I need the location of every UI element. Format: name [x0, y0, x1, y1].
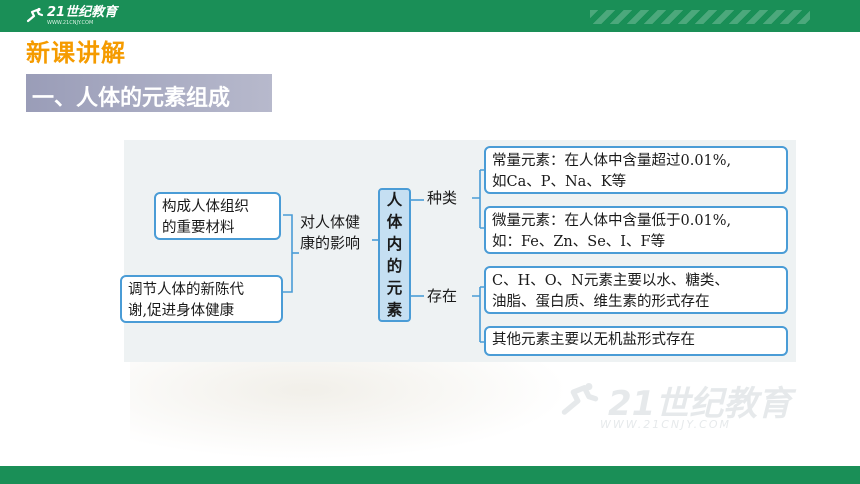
right-box-minerals-line-1: 其他元素主要以无机盐形式存在 [492, 332, 695, 348]
health-impact-line-2: 康的影响 [300, 234, 361, 252]
left-box-1: 构成人体组织 的重要材料 [154, 192, 281, 240]
section-title: 一、人体的元素组成 [32, 86, 231, 111]
right-box-macro: 常量元素：在人体中含量超过0.01%, 如Ca、P、Na、K等 [484, 146, 788, 194]
left-box-1-line-2: 的重要材料 [162, 220, 235, 236]
right-box-macro-line-1: 常量元素：在人体中含量超过0.01%, [492, 153, 732, 169]
watermark-runner-icon [561, 382, 599, 415]
center-char-5: 元 [386, 279, 403, 297]
right-box-chon: C、H、O、N元素主要以水、糖类、 油脂、蛋白质、维生素的形式存在 [484, 266, 788, 314]
kinds-label: 种类 [427, 189, 458, 207]
left-box-2-line-1: 调节人体的新陈代 [128, 282, 244, 298]
center-char-2: 体 [386, 213, 403, 231]
bottom-bar [0, 466, 860, 484]
logo: 21世纪教育 WWW.21CNJY.COM [26, 4, 117, 28]
section-header: 一、人体的元素组成 [26, 74, 272, 112]
left-box-1-line-1: 构成人体组织 [162, 199, 249, 215]
right-box-minerals: 其他元素主要以无机盐形式存在 [484, 326, 788, 356]
kinds-bracket [472, 169, 484, 229]
logo-url: WWW.21CNJY.COM [47, 20, 94, 26]
right-box-chon-line-1: C、H、O、N元素主要以水、糖类、 [492, 273, 729, 289]
course-title: 新课讲解 [26, 39, 126, 67]
left-box-2: 调节人体的新陈代 谢,促进身体健康 [120, 275, 283, 323]
right-box-trace-line-2: 如：Fe、Zn、Se、I、F等 [492, 234, 666, 250]
left-box-2-line-2: 谢,促进身体健康 [128, 303, 235, 319]
watermark-url: WWW.21CNJY.COM [600, 418, 732, 431]
center-char-1: 人 [386, 191, 403, 209]
runner-icon [26, 7, 44, 23]
left-bracket-line [283, 214, 293, 293]
right-box-macro-line-2: 如Ca、P、Na、K等 [492, 174, 627, 190]
health-impact-line-1: 对人体健 [300, 213, 361, 231]
existence-label: 存在 [427, 287, 458, 305]
existence-bracket [472, 286, 484, 343]
health-impact-label: 对人体健 康的影响 [300, 212, 360, 254]
top-bar-stripes [590, 10, 810, 24]
center-char-6: 素 [386, 301, 403, 319]
right-box-trace-line-1: 微量元素：在人体中含量低于0.01%, [492, 213, 732, 229]
logo-text: 21世纪教育 [47, 5, 118, 20]
background-decoration [130, 360, 570, 460]
watermark-text: 21世纪教育 [608, 384, 792, 424]
center-node: 人 体 内 的 元 素 [378, 188, 411, 322]
center-char-4: 的 [386, 257, 403, 275]
center-char-3: 内 [386, 235, 403, 253]
top-bar [0, 0, 860, 32]
right-box-trace: 微量元素：在人体中含量低于0.01%, 如：Fe、Zn、Se、I、F等 [484, 206, 788, 254]
right-box-chon-line-2: 油脂、蛋白质、维生素的形式存在 [492, 294, 710, 310]
watermark: 21世纪教育 WWW.21CNJY.COM [560, 376, 792, 431]
